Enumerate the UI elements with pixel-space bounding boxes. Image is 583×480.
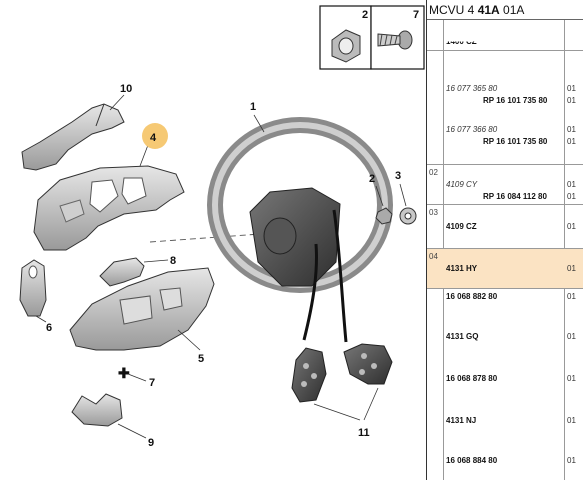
part-9-clip[interactable]: 9: [71, 393, 154, 449]
callout-7: 7: [149, 377, 155, 389]
table-row[interactable]: 02 4109 CY 01 RP 16 084 112 80 01: [427, 164, 583, 204]
part-10-upper-shroud[interactable]: 10: [21, 83, 132, 171]
table-row-selected[interactable]: 04 4131 HY 01: [427, 248, 583, 288]
exploded-parts-diagram: 2 7 10 4: [19, 5, 425, 449]
part-5-lower-shroud[interactable]: 5: [69, 267, 215, 365]
callout-1: 1: [250, 101, 256, 113]
table-row[interactable]: 16 077 366 80 01 RP 16 101 735 80 01: [446, 125, 576, 146]
screw-icon: [377, 30, 413, 50]
table-row[interactable]: 16 068 878 80 01: [446, 374, 576, 383]
callout-4: 4: [150, 132, 157, 144]
table-row[interactable]: 16 068 884 80 01: [446, 456, 576, 465]
parts-reference-table: MCVU 4 41A 01A 1400 CZ 16 077 365 80 01 …: [426, 0, 583, 480]
screw-marker-icon: ✚: [118, 365, 130, 381]
inset-box-nut[interactable]: 2: [319, 5, 372, 70]
table-row[interactable]: 4131 NJ 01: [446, 416, 576, 425]
part-2-nut[interactable]: 2: [369, 173, 393, 225]
table-row[interactable]: 16 077 365 80 01 RP 16 101 735 80 01: [427, 50, 583, 110]
assembly-axis-line: [149, 233, 261, 243]
inset-label-7: 7: [413, 9, 419, 21]
callout-8: 8: [170, 255, 176, 267]
part-11-control-switches[interactable]: 11: [291, 209, 393, 439]
callout-9: 9: [148, 437, 154, 449]
part-8-bracket[interactable]: 8: [99, 255, 176, 287]
table-row[interactable]: 4131 GQ 01: [446, 332, 576, 341]
callout-3: 3: [395, 170, 401, 182]
nut-icon: [331, 29, 361, 63]
callout-10: 10: [120, 83, 132, 95]
inset-box-screw[interactable]: 7: [370, 5, 425, 70]
table-row[interactable]: 16 068 882 80 01: [427, 288, 583, 312]
table-row[interactable]: 03 4109 CZ 01: [427, 204, 583, 248]
part-4-column-cover[interactable]: 4: [33, 123, 185, 251]
part-7-screw[interactable]: ✚ 7: [118, 365, 155, 389]
callout-11: 11: [358, 427, 370, 439]
inset-label-2: 2: [362, 9, 368, 21]
callout-6: 6: [46, 322, 52, 334]
part-6-side-cover[interactable]: 6: [19, 259, 52, 334]
part-1-steering-wheel[interactable]: 1: [207, 101, 393, 293]
callout-5: 5: [198, 353, 204, 365]
table-row-cut: 1400 CZ: [446, 37, 477, 47]
part-3-washer[interactable]: 3: [395, 170, 417, 225]
callout-2: 2: [369, 173, 375, 185]
table-header: MCVU 4 41A 01A: [427, 0, 583, 20]
